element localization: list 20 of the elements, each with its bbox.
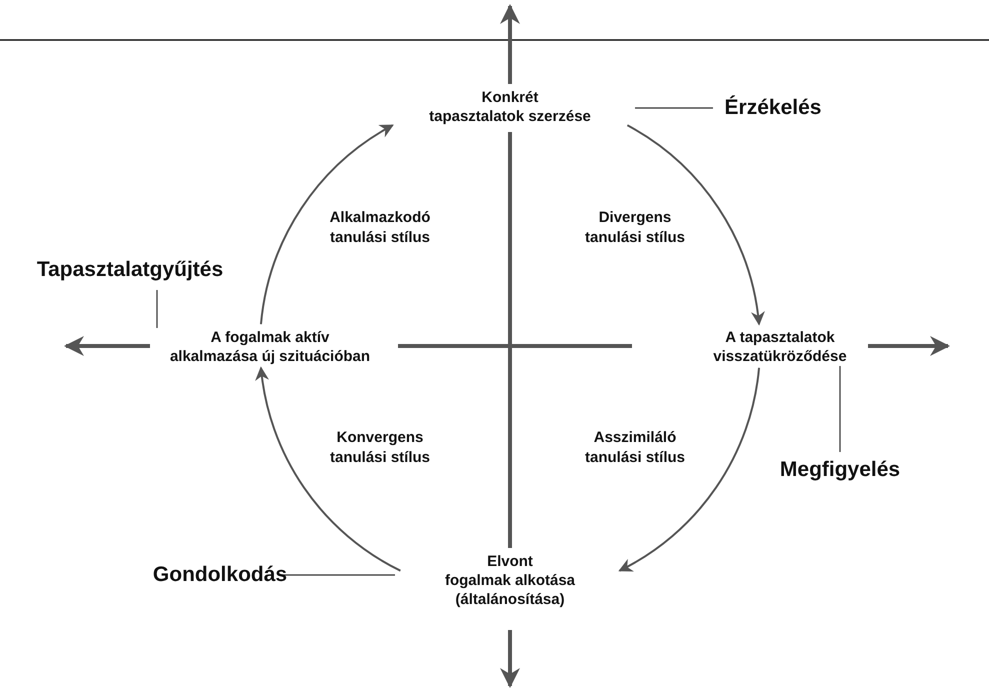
stage-label: A tapasztalatok visszatükröződése (690, 328, 870, 366)
stage-label: A fogalmak aktív alkalmazása új szituációban (140, 328, 400, 366)
quadrant-label: Konvergens tanulási stílus (328, 428, 432, 468)
leader-line (156, 290, 158, 328)
leader-line (635, 107, 713, 109)
leader-line (282, 574, 395, 576)
cycle-arrow (256, 366, 401, 572)
keyword-label: Gondolkodás (150, 563, 290, 587)
cycle-arrow (260, 124, 394, 324)
stage-label: Elvont fogalmak alkotása (általánosítása) (395, 552, 625, 609)
keyword-label: Érzékelés (718, 96, 828, 120)
stage-label: Konkrét tapasztalatok szerzése (385, 88, 635, 126)
keyword-label: Megfigyelés (765, 458, 915, 482)
leader-line (839, 366, 841, 452)
keyword-label: Tapasztalatgyűjtés (10, 258, 250, 282)
quadrant-label: Divergens tanulási stílus (584, 208, 686, 248)
quadrant-label: Alkalmazkodó tanulási stílus (328, 208, 432, 248)
quadrant-label: Asszimiláló tanulási stílus (584, 428, 686, 468)
cycle-arrow (626, 124, 764, 326)
cycle-arrow (618, 368, 760, 572)
